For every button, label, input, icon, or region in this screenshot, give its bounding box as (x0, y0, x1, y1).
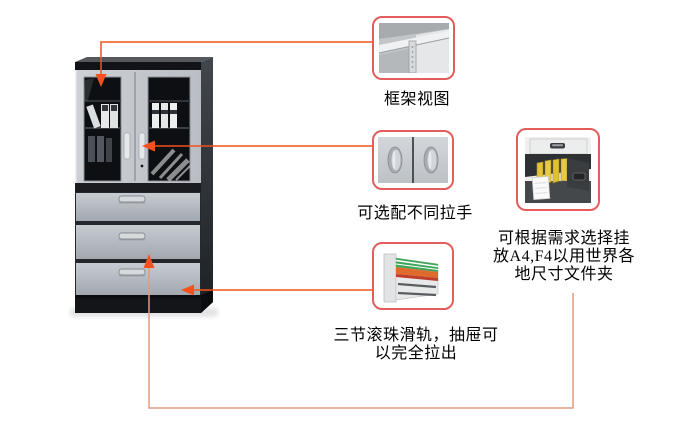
cabinet-frame-corner-image (378, 23, 449, 73)
drawer-slides-thumbnail (372, 242, 454, 310)
hanging-folders-drawer-image (525, 136, 591, 203)
hanging-folders-thumbnail (516, 128, 600, 211)
filing-cabinet-illustration (70, 57, 218, 317)
cabinet-top (75, 57, 213, 62)
handle-options-thumbnail (372, 130, 454, 190)
drawer-slide-rails-image (380, 248, 446, 304)
label-card (531, 175, 551, 200)
frame-view-thumbnail (372, 16, 455, 80)
door-handles-image (378, 137, 448, 183)
door-handle-right (138, 132, 146, 160)
cabinet-top-band (75, 62, 201, 70)
callout-label-handle-options: 可选配不同拉手 (357, 205, 473, 222)
callout-label-drawer-slides: 三节滚珠滑轨，抽屉可 以完全拉出 (333, 327, 499, 362)
drawer-1 (76, 193, 200, 221)
lock-keyhole (140, 164, 144, 168)
cabinet-side-panel (201, 57, 213, 313)
callout-label-hanging-folders: 可根据需求选择挂 放A4,F4以用世界各 地尺寸文件夹 (493, 230, 635, 283)
binders-right (152, 103, 177, 128)
door-handle-left (123, 132, 131, 160)
binders-left (86, 104, 118, 162)
glass-reflections (150, 148, 190, 181)
drawer-3 (76, 263, 200, 295)
drawer-2 (76, 225, 200, 259)
callout-label-frame-view: 框架视图 (383, 91, 450, 108)
